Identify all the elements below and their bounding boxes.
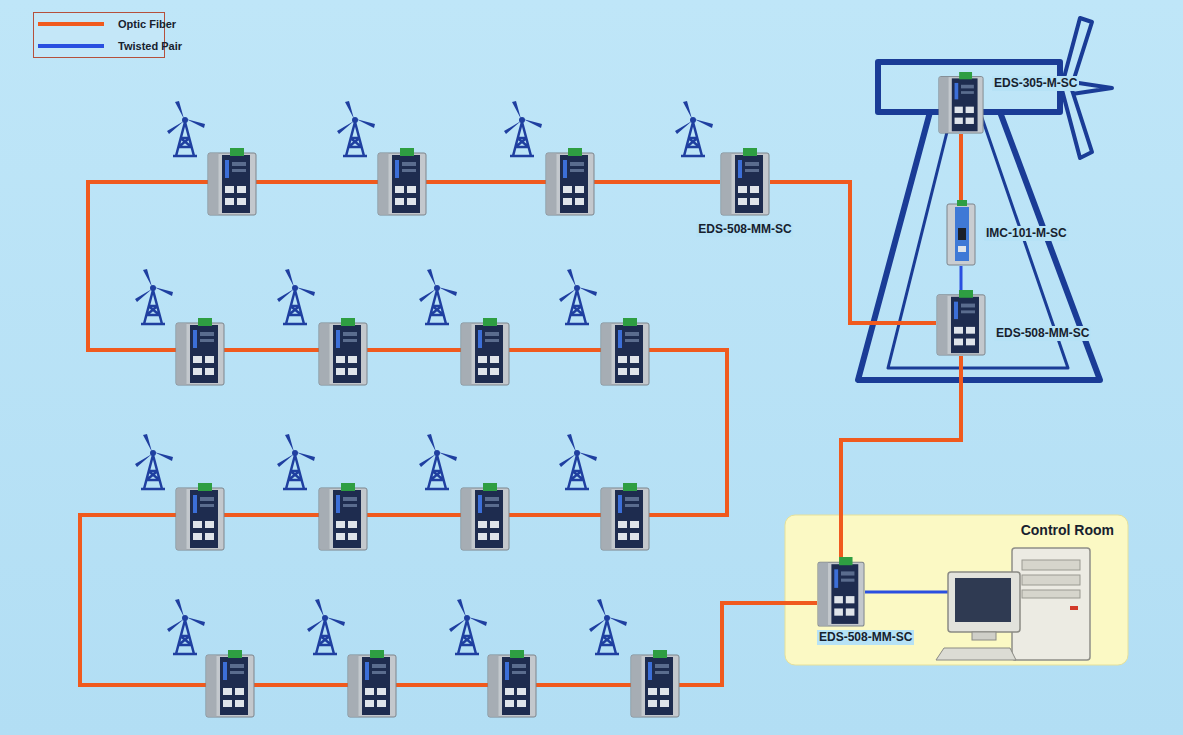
large-turbine-outline (858, 18, 1112, 380)
legend-text: Twisted Pair (118, 39, 182, 54)
legend-text: Optic Fiber (118, 17, 176, 32)
ethernet-switch: EDS-508-MM-SC (936, 290, 986, 356)
media-converter-picture (946, 200, 976, 266)
control-room-background (785, 515, 1128, 665)
legend-row: Twisted Pair (38, 38, 182, 54)
label-holder: EDS-508-MM-SC (994, 326, 1091, 341)
legend-row: Optic Fiber (38, 16, 176, 32)
legend-line-sample (38, 20, 104, 28)
device-model-label: IMC-101-M-SC (984, 226, 1069, 241)
turbine-icons (135, 101, 713, 654)
device-model-label: EDS-305-M-SC (992, 76, 1079, 91)
ethernet-switch: EDS-508-MM-SC (817, 557, 865, 627)
ethernet-switch-picture (720, 148, 770, 216)
computer-illustration (936, 548, 1090, 660)
room-title: Control Room (1021, 523, 1114, 538)
device-model-label: EDS-508-MM-SC (696, 222, 793, 237)
ethernet-switch-picture (938, 72, 984, 134)
ethernet-switch: EDS-305-M-SC (938, 72, 984, 134)
label-holder: EDS-508-MM-SC (696, 222, 793, 237)
label-holder: EDS-508-MM-SC (817, 630, 914, 645)
legend-line-sample (38, 42, 104, 50)
label-holder: Control Room (1021, 523, 1114, 538)
label-holder: IMC-101-M-SC (984, 226, 1069, 241)
device-model-label: EDS-508-MM-SC (994, 326, 1091, 341)
legend-box: Optic FiberTwisted Pair (33, 12, 165, 58)
twisted-pair-link (960, 266, 963, 290)
fiber-link (959, 134, 963, 200)
label-holder: EDS-305-M-SC (992, 76, 1079, 91)
control-room-panel: EDS-508-MM-SC Control Room (785, 515, 1128, 665)
switch-icons (176, 148, 679, 717)
twisted-pair-wire (865, 591, 948, 594)
device-model-label: EDS-508-MM-SC (817, 630, 914, 645)
fiber-link (841, 356, 961, 557)
ethernet-switch-picture (817, 557, 865, 627)
fiber-ring (80, 182, 817, 685)
media-converter: IMC-101-M-SC (946, 200, 976, 266)
fiber-link (770, 182, 936, 323)
ethernet-switch: EDS-508-MM-SC (720, 148, 770, 216)
ethernet-switch-picture (936, 290, 986, 356)
